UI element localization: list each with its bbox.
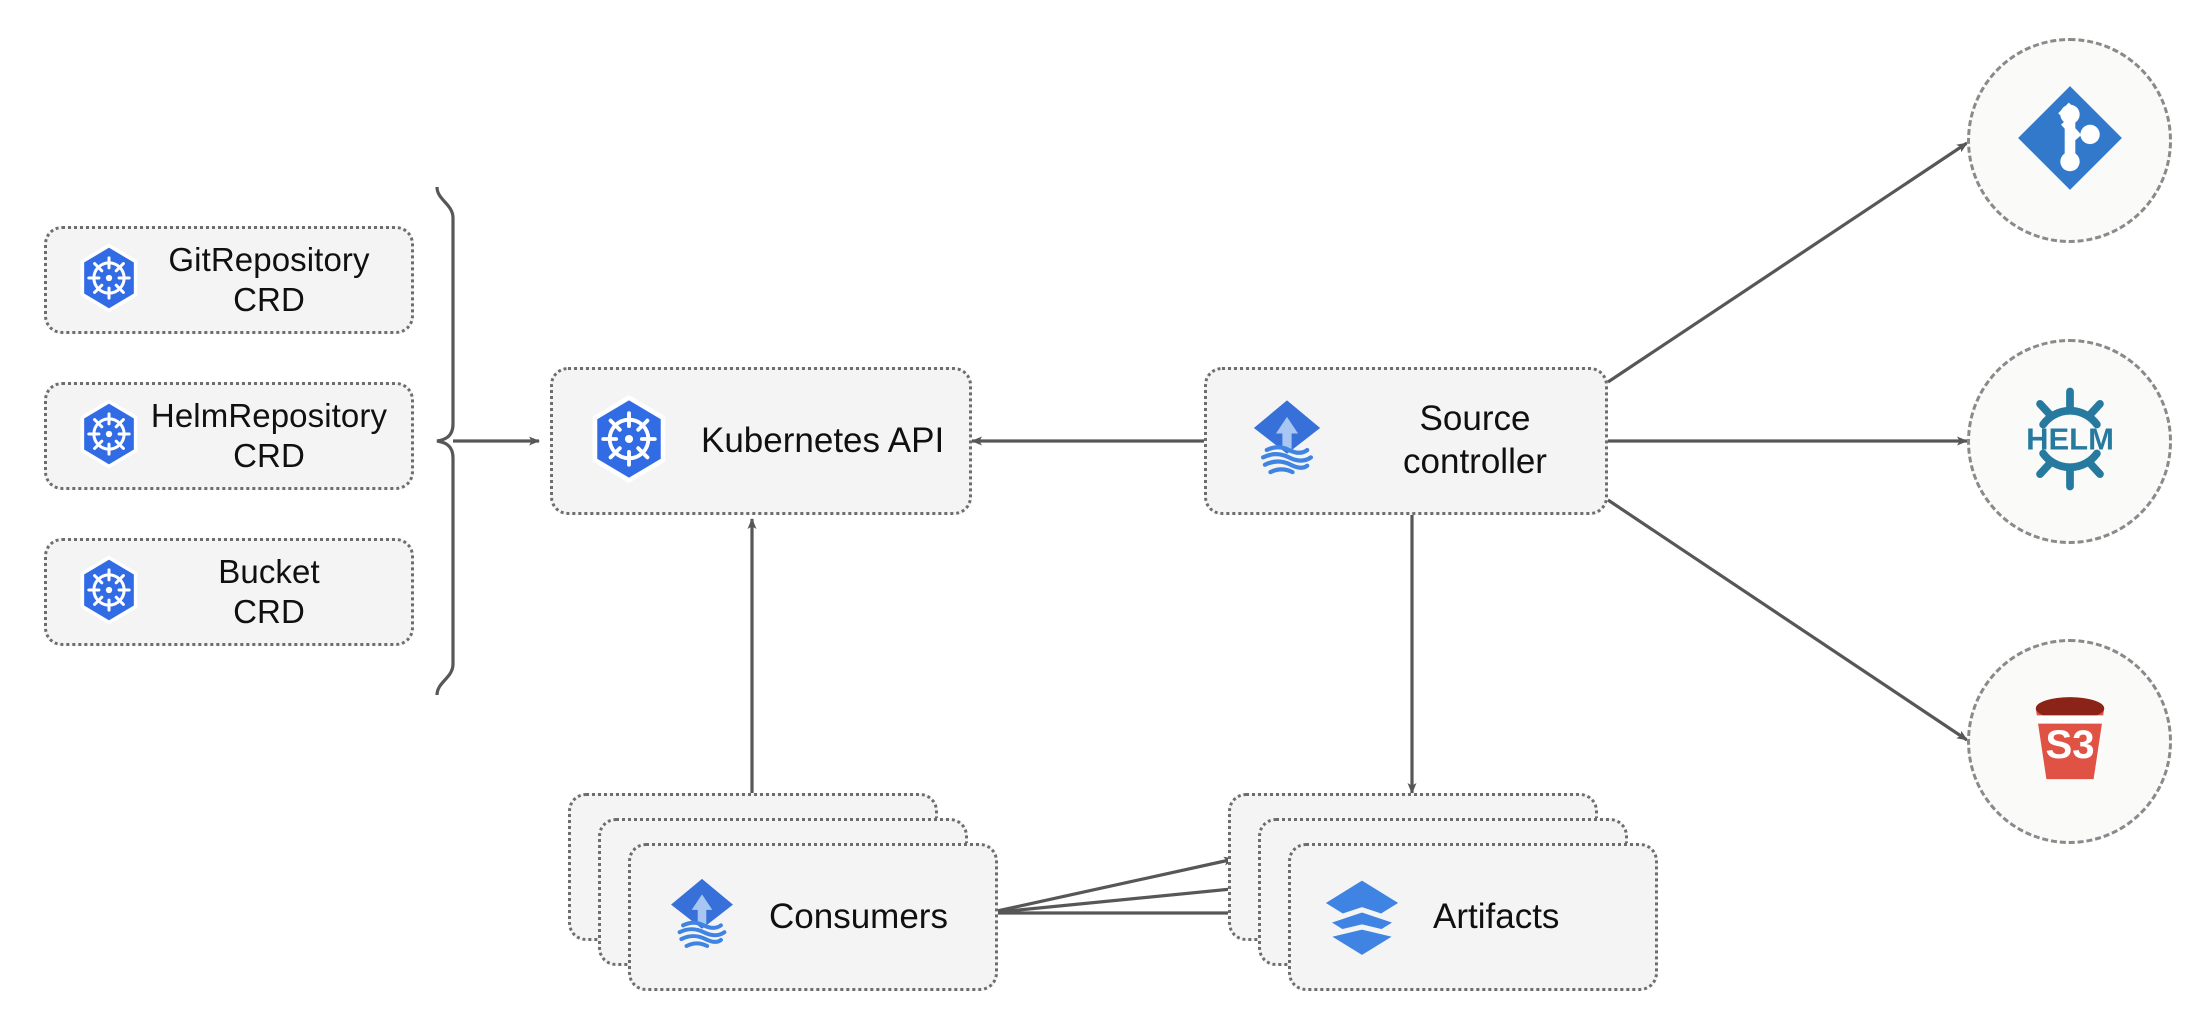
kubernetes-icon: [583, 393, 675, 490]
git-icon: [2011, 79, 2129, 202]
crd-label: Bucket CRD: [218, 552, 320, 630]
kubernetes-icon: [73, 554, 145, 631]
s3-source-circle[interactable]: S3: [1967, 639, 2172, 844]
edge-consumers-to-artifacts-2: [987, 882, 1263, 915]
edge-consumers-to-artifacts-1: [987, 856, 1235, 915]
source-controller-label: Source controller: [1403, 399, 1547, 481]
git-source-circle[interactable]: [1967, 38, 2172, 243]
kubernetes-api-node[interactable]: Kubernetes API: [550, 367, 972, 515]
helm-icon: HELM: [2008, 377, 2132, 506]
flux-icon: [659, 872, 745, 963]
s3-wordmark: S3: [2045, 722, 2094, 767]
kubernetes-api-label: Kubernetes API: [701, 420, 945, 460]
artifacts-node[interactable]: Artifacts: [1288, 843, 1658, 991]
helm-source-circle[interactable]: HELM: [1967, 339, 2172, 544]
crd-label: HelmRepository CRD: [150, 396, 388, 474]
artifacts-label: Artifacts: [1433, 896, 1560, 936]
helm-wordmark: HELM: [2026, 421, 2114, 456]
consumers-node[interactable]: Consumers: [628, 843, 998, 991]
flux-icon: [1241, 393, 1333, 490]
layers-icon: [1319, 872, 1405, 963]
crd-box-bucket[interactable]: Bucket CRD: [44, 538, 414, 646]
kubernetes-icon: [73, 398, 145, 475]
crd-label: GitRepository CRD: [168, 240, 370, 318]
crd-group-brace: [435, 186, 455, 696]
kubernetes-icon: [73, 242, 145, 319]
edge-source-controller-to-git: [1607, 141, 1968, 384]
consumers-label: Consumers: [769, 896, 948, 936]
s3-bucket-icon: S3: [2011, 680, 2129, 803]
source-controller-node[interactable]: Source controller: [1204, 367, 1608, 515]
crd-box-gitrepository[interactable]: GitRepository CRD: [44, 226, 414, 334]
crd-box-helmrepository[interactable]: HelmRepository CRD: [44, 382, 414, 490]
edge-source-controller-to-s3: [1607, 498, 1968, 742]
